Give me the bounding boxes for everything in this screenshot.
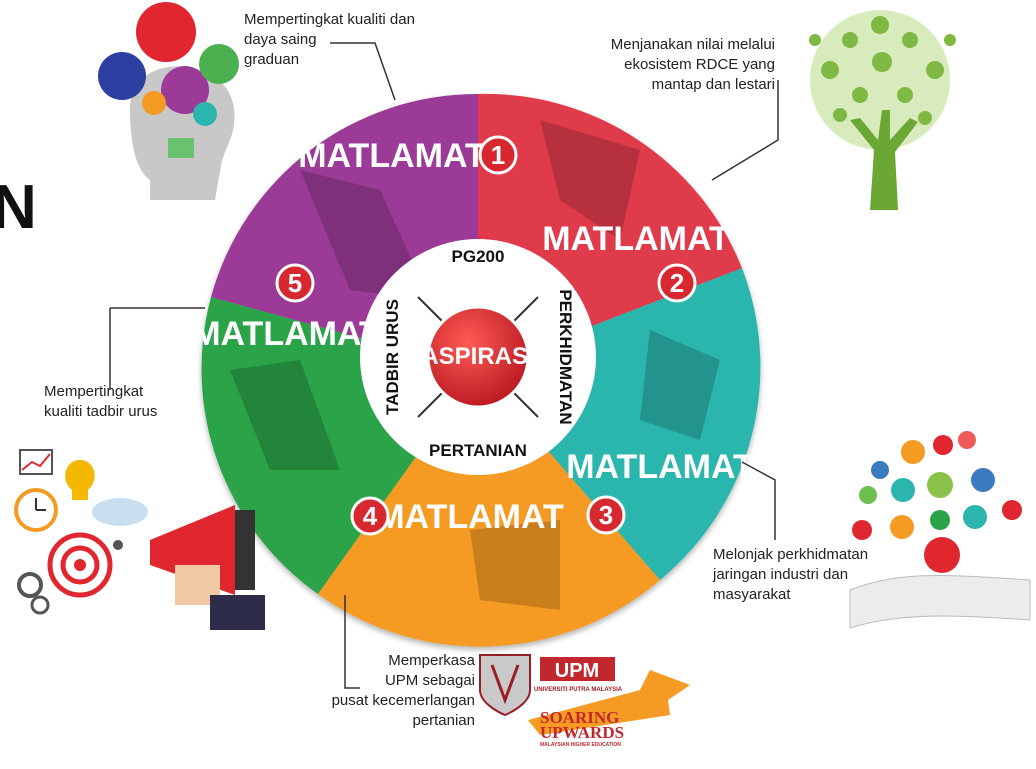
goal-5-label: MATLAMAT (192, 315, 380, 353)
center-bottom-label: PERTANIAN (429, 441, 527, 460)
svg-text:4: 4 (363, 501, 378, 531)
center-right-label: PERKHIDMATAN (556, 289, 575, 424)
goal-3-badge: 3 (586, 495, 626, 535)
center-top-label: PG200 (452, 247, 505, 266)
tree-icon (809, 10, 956, 210)
soaring-upwards-logo: SOARING UPWARDS MALAYSIAN HIGHER EDUCATI… (528, 670, 690, 748)
upm-logo: UPM UNIVERSITI PUTRA MALAYSIA (479, 654, 623, 717)
goal-1-label: MATLAMAT (298, 137, 486, 175)
note-goal-1: Mempertingkat kualiti dan daya saing gra… (244, 11, 415, 68)
svg-text:SOARING: SOARING (540, 708, 619, 727)
upm-wordmark: UPM (555, 660, 599, 682)
center-left-label: TADBIR URUS (383, 299, 402, 415)
svg-text:5: 5 (288, 268, 302, 298)
goal-2-label: MATLAMAT (542, 220, 730, 258)
note-goal-4: Memperkasa UPM sebagai pusat kecemerlang… (331, 652, 475, 729)
note-goal-5: Mempertingkat kualiti tadbir urus (44, 383, 158, 420)
goal-1-badge: 1 (478, 135, 518, 175)
goal-4-badge: 4 (350, 496, 390, 536)
svg-text:UPWARDS: UPWARDS (540, 723, 624, 742)
goal-2-badge: 2 (657, 263, 697, 303)
goal-4-label: MATLAMAT (376, 498, 564, 536)
svg-text:1: 1 (491, 140, 505, 170)
edge-letter: N (0, 173, 37, 242)
svg-text:MALAYSIAN HIGHER EDUCATION: MALAYSIAN HIGHER EDUCATION (540, 742, 621, 748)
business-icons (14, 449, 265, 630)
note-goal-3: Melonjak perkhidmatan jaringan industri … (713, 546, 869, 603)
upm-subtext: UNIVERSITI PUTRA MALAYSIA (534, 687, 623, 693)
goal-3-label: MATLAMAT (566, 448, 754, 486)
book-community-icon (849, 431, 1031, 629)
goal-5-badge: 5 (275, 263, 315, 303)
note-goal-2: Menjanakan nilai melalui ekosistem RDCE … (610, 36, 775, 93)
svg-text:2: 2 (670, 268, 684, 298)
aspirasi-core (426, 305, 530, 409)
segment-goal-4 (318, 370, 660, 647)
svg-text:3: 3 (599, 500, 613, 530)
graduate-head-icon (98, 2, 239, 200)
aspirasi-label: ASPIRASI (421, 343, 534, 370)
